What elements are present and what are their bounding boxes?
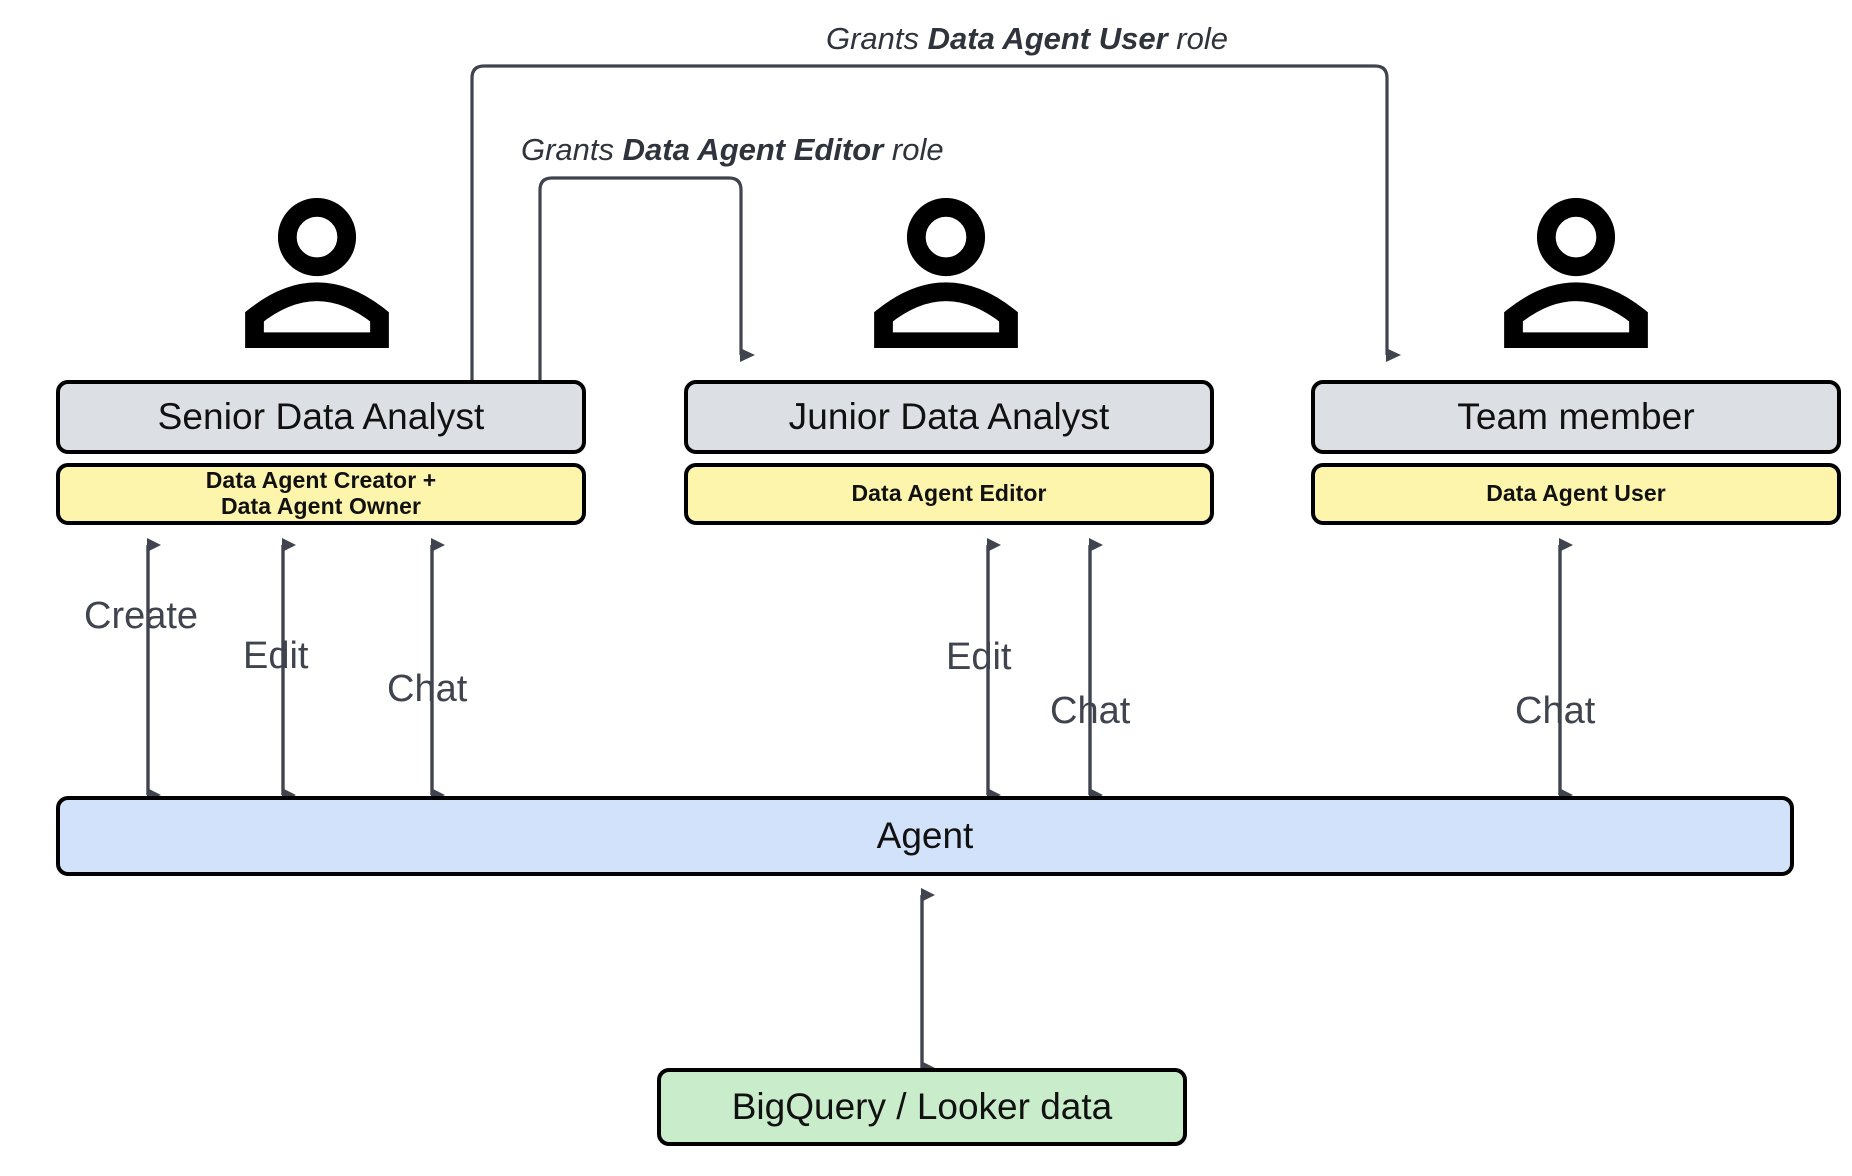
persona-role-line-1: Data Agent Editor — [851, 480, 1047, 507]
person-icon — [245, 198, 389, 348]
persona-role-junior-data-analyst[interactable]: Data Agent Editor — [684, 463, 1214, 525]
persona-title-label: Senior Data Analyst — [157, 396, 485, 438]
edge-label-junior-chat: Chat — [1050, 690, 1131, 732]
datasource-label: BigQuery / Looker data — [731, 1086, 1113, 1128]
persona-title-label: Junior Data Analyst — [788, 396, 1110, 438]
grant-role: Data Agent User — [927, 21, 1168, 56]
grant-label-data-agent-editor: Grants Data Agent Editor role — [521, 132, 944, 168]
grant-label-data-agent-user: Grants Data Agent User role — [826, 21, 1228, 57]
edge-label-junior-edit: Edit — [946, 636, 1012, 678]
grant-prefix: Grants — [826, 21, 928, 56]
edge-label-senior-create: Create — [84, 595, 199, 637]
grant-role: Data Agent Editor — [622, 132, 884, 167]
edge-label-senior-chat: Chat — [387, 668, 468, 710]
person-icon — [874, 198, 1018, 348]
edge-label-team-chat: Chat — [1515, 690, 1596, 732]
grant-suffix: role — [1167, 21, 1228, 56]
agent-box[interactable]: Agent — [56, 796, 1794, 876]
persona-role-team-member[interactable]: Data Agent User — [1311, 463, 1841, 525]
persona-title-team-member[interactable]: Team member — [1311, 380, 1841, 454]
grant-suffix: role — [883, 132, 944, 167]
persona-title-junior-data-analyst[interactable]: Junior Data Analyst — [684, 380, 1214, 454]
persona-title-label: Team member — [1457, 396, 1695, 438]
persona-title-senior-data-analyst[interactable]: Senior Data Analyst — [56, 380, 586, 454]
person-icon — [1504, 198, 1648, 348]
persona-role-senior-data-analyst[interactable]: Data Agent Creator + Data Agent Owner — [56, 463, 586, 525]
persona-role-line-1: Data Agent User — [1486, 480, 1666, 507]
edge-label-senior-edit: Edit — [243, 635, 309, 677]
agent-label: Agent — [876, 815, 974, 857]
grant-prefix: Grants — [521, 132, 623, 167]
persona-role-line-2: Data Agent Owner — [220, 493, 422, 519]
datasource-box[interactable]: BigQuery / Looker data — [657, 1068, 1187, 1146]
persona-role-line-1: Data Agent Creator + — [205, 467, 437, 494]
